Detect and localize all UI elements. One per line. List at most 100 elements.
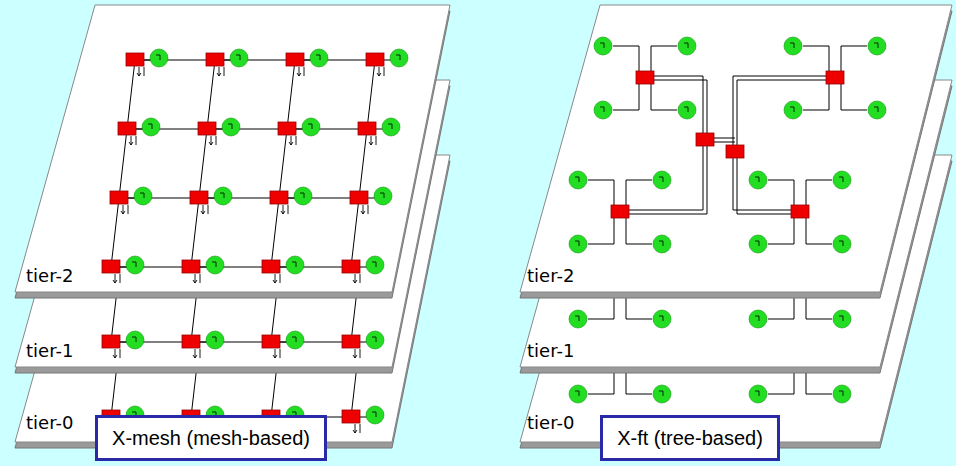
core-port xyxy=(659,241,663,246)
mesh-wire xyxy=(199,198,279,199)
mesh-wire xyxy=(119,198,199,199)
router-square xyxy=(726,145,744,158)
router-square xyxy=(182,335,200,348)
caption-box: X-mesh (mesh-based) xyxy=(95,415,327,461)
mesh-wire xyxy=(127,60,135,129)
router-square xyxy=(118,122,136,135)
core-circle xyxy=(126,256,144,274)
core-link xyxy=(626,180,652,208)
core-circle xyxy=(382,118,400,136)
link-arrows xyxy=(113,349,120,358)
core-port xyxy=(148,124,152,129)
core-circle xyxy=(206,331,224,349)
mesh-wire xyxy=(295,60,375,61)
router-square xyxy=(182,260,200,273)
core-port xyxy=(684,43,688,48)
core-link xyxy=(613,82,639,110)
core-port xyxy=(132,337,136,342)
link-arrows xyxy=(377,67,384,76)
core-circle xyxy=(653,235,671,253)
caption-text: X-mesh (mesh-based) xyxy=(112,427,310,450)
core-circle xyxy=(230,49,248,67)
link-arrows xyxy=(369,136,376,145)
mesh-wire xyxy=(271,198,279,267)
core-port xyxy=(575,391,579,396)
mesh-wire xyxy=(215,60,295,61)
core-port xyxy=(372,337,376,342)
link-arrows xyxy=(361,205,368,214)
caption-text: X-ft (tree-based) xyxy=(617,427,763,450)
router-square xyxy=(826,71,844,84)
core-circle xyxy=(310,49,328,67)
core-link xyxy=(841,46,867,74)
core-link xyxy=(841,82,867,110)
router-square xyxy=(342,335,360,348)
link-arrows xyxy=(289,136,296,145)
core-port xyxy=(140,193,144,198)
fat-tree-link xyxy=(645,80,707,140)
mesh-wire xyxy=(191,198,199,267)
core-circle xyxy=(833,310,851,328)
core-circle xyxy=(749,235,767,253)
link-arrows xyxy=(137,67,144,76)
core-link xyxy=(768,216,794,244)
tier-label: tier-1 xyxy=(527,341,574,362)
mesh-wire xyxy=(207,129,287,130)
core-port xyxy=(236,55,240,60)
core-port xyxy=(156,55,160,60)
router-square xyxy=(696,133,714,146)
core-link xyxy=(651,82,677,110)
core-circle xyxy=(569,385,587,403)
tier-plane xyxy=(15,5,450,292)
router-square xyxy=(270,191,288,204)
mesh-wire xyxy=(191,267,271,268)
tier-label: tier-0 xyxy=(26,413,73,434)
core-port xyxy=(755,241,759,246)
core-port xyxy=(380,193,384,198)
core-circle xyxy=(833,171,851,189)
link-arrows xyxy=(193,274,200,283)
router-square xyxy=(791,205,809,218)
mesh-wire xyxy=(207,60,215,129)
tier-label: tier-2 xyxy=(26,266,73,287)
core-circle xyxy=(833,235,851,253)
mesh-wire xyxy=(287,60,295,129)
mesh-wire xyxy=(127,129,207,130)
core-circle xyxy=(126,331,144,349)
link-arrows xyxy=(113,274,120,283)
router-square xyxy=(110,191,128,204)
core-circle xyxy=(366,406,384,424)
core-port xyxy=(659,177,663,182)
core-port xyxy=(755,316,759,321)
fat-tree-link xyxy=(645,76,703,140)
core-circle xyxy=(302,118,320,136)
core-circle xyxy=(594,37,612,55)
router-square xyxy=(126,53,144,66)
core-circle xyxy=(749,385,767,403)
core-port xyxy=(874,43,878,48)
core-link xyxy=(651,46,677,74)
core-port xyxy=(300,193,304,198)
core-circle xyxy=(569,235,587,253)
router-square xyxy=(358,122,376,135)
core-circle xyxy=(678,37,696,55)
core-circle xyxy=(134,187,152,205)
core-circle xyxy=(150,49,168,67)
router-square xyxy=(350,191,368,204)
core-port xyxy=(659,316,663,321)
router-square xyxy=(262,335,280,348)
core-port xyxy=(220,193,224,198)
link-arrows xyxy=(201,205,208,214)
core-port xyxy=(372,262,376,267)
link-arrows xyxy=(353,274,360,283)
router-square xyxy=(278,122,296,135)
core-port xyxy=(132,262,136,267)
link-arrows xyxy=(273,349,280,358)
link-arrows xyxy=(129,136,136,145)
core-circle xyxy=(653,310,671,328)
fat-tree-link xyxy=(620,140,703,210)
core-circle xyxy=(366,331,384,349)
core-port xyxy=(316,55,320,60)
core-port xyxy=(292,262,296,267)
core-circle xyxy=(294,187,312,205)
